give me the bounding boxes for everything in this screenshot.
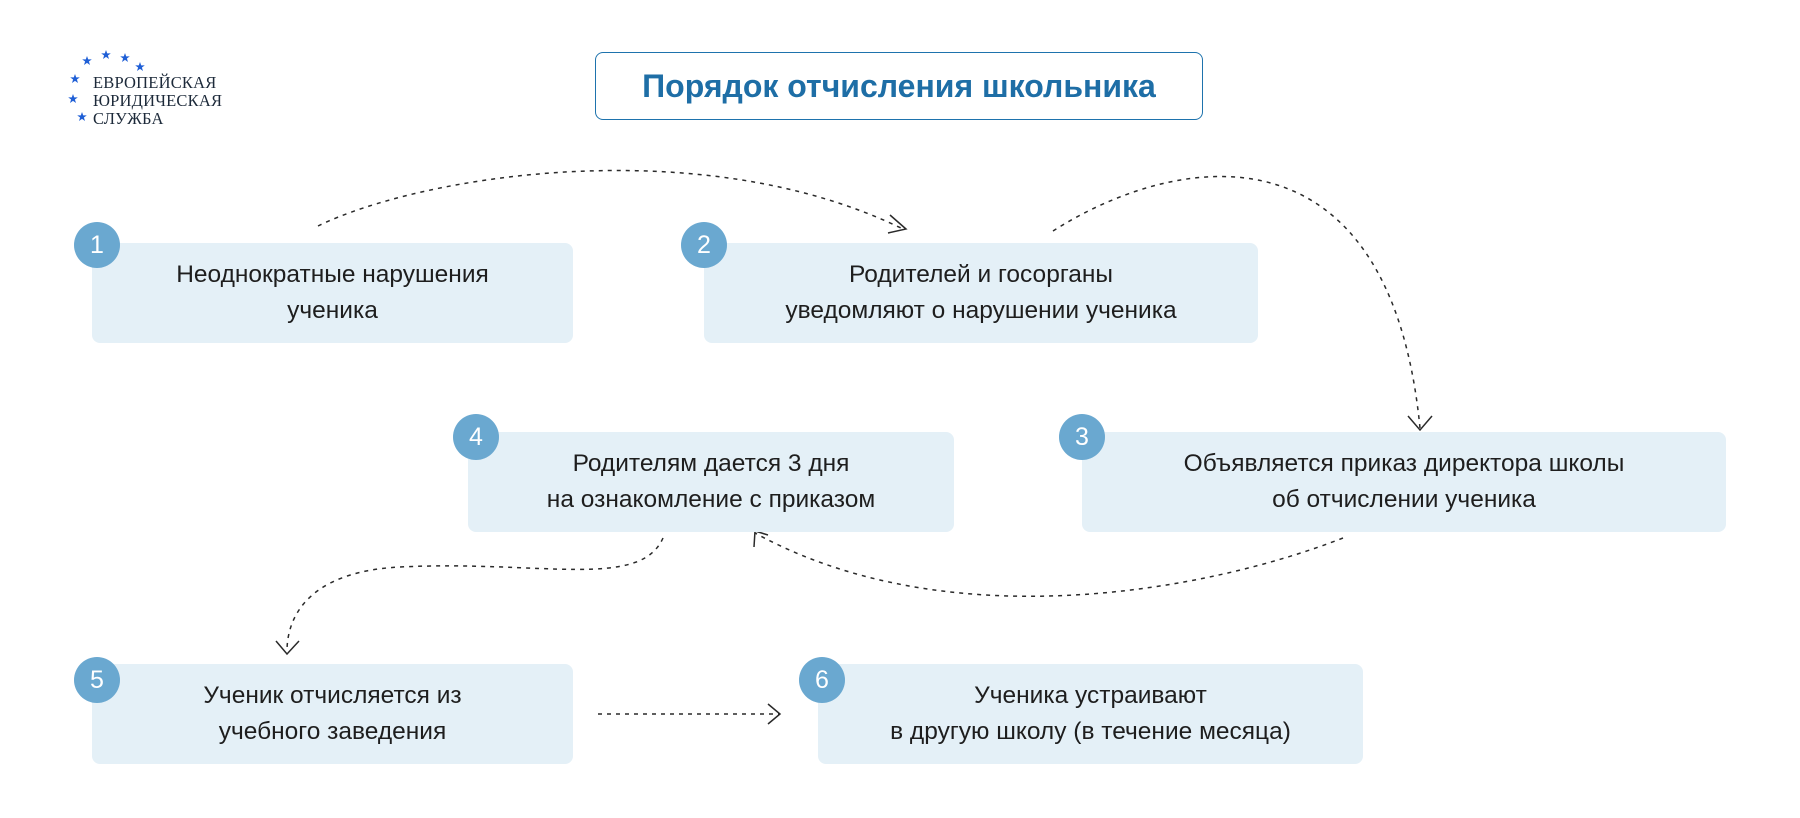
logo-line: СЛУЖБА — [93, 109, 164, 128]
logo-line: ЕВРОПЕЙСКАЯ — [93, 73, 217, 92]
logo: ЕВРОПЕЙСКАЯ ЮРИДИЧЕСКАЯ СЛУЖБА — [64, 46, 264, 136]
connector-3-4 — [754, 532, 1344, 597]
step-text: Ученик отчисляется из учебного заведения — [203, 678, 461, 750]
star-icon — [82, 56, 92, 65]
star-icon — [68, 94, 78, 103]
step-2-box: Родителей и госорганы уведомляют о наруш… — [704, 243, 1258, 343]
step-5-box: Ученик отчисляется из учебного заведения — [92, 664, 573, 764]
step-line: ученика — [287, 297, 378, 324]
step-line: Родителей и госорганы — [849, 261, 1113, 288]
step-5-badge: 5 — [74, 657, 120, 703]
arrowhead-icon — [275, 640, 300, 656]
step-4-box: Родителям дается 3 дня на ознакомление с… — [468, 432, 954, 532]
step-line: Неоднократные нарушения — [176, 261, 489, 288]
star-icon — [120, 53, 130, 62]
step-text: Ученика устраивают в другую школу (в теч… — [890, 678, 1291, 750]
step-text: Неоднократные нарушения ученика — [176, 257, 489, 329]
step-6-badge: 6 — [799, 657, 845, 703]
step-line: уведомляют о нарушении ученика — [785, 297, 1177, 324]
step-1-box: Неоднократные нарушения ученика — [92, 243, 573, 343]
star-icon — [135, 62, 145, 71]
arrowhead-icon — [753, 530, 769, 548]
connector-1-2 — [317, 169, 904, 230]
logo-line: ЮРИДИЧЕСКАЯ — [93, 91, 223, 110]
step-line: Объявляется приказ директора школы — [1183, 450, 1625, 477]
step-2-badge: 2 — [681, 222, 727, 268]
arrowhead-icon — [1407, 415, 1433, 432]
step-text: Родителей и госорганы уведомляют о наруш… — [785, 257, 1176, 329]
step-1-badge: 1 — [74, 222, 120, 268]
logo-stars-icon — [68, 50, 145, 121]
star-icon — [101, 50, 111, 59]
arrowhead-icon — [767, 703, 782, 725]
star-icon — [70, 74, 80, 83]
step-line: Ученика устраивают — [974, 682, 1207, 709]
arrowhead-icon — [887, 214, 908, 234]
connector-4-5 — [286, 537, 664, 652]
step-line: об отчислении ученика — [1272, 486, 1536, 513]
step-3-box: Объявляется приказ директора школы об от… — [1082, 432, 1726, 532]
step-text: Родителям дается 3 дня на ознакомление с… — [547, 446, 875, 518]
step-line: Ученик отчисляется из — [203, 682, 462, 709]
step-line: на ознакомление с приказом — [546, 486, 876, 513]
page-title: Порядок отчисления школьника — [642, 67, 1156, 104]
step-3-badge: 3 — [1059, 414, 1105, 460]
title-box: Порядок отчисления школьника — [595, 52, 1203, 120]
step-text: Объявляется приказ директора школы об от… — [1184, 446, 1625, 518]
step-6-box: Ученика устраивают в другую школу (в теч… — [818, 664, 1363, 764]
star-icon — [77, 112, 87, 121]
logo-text: ЕВРОПЕЙСКАЯ ЮРИДИЧЕСКАЯ СЛУЖБА — [93, 74, 222, 128]
step-line: Родителям дается 3 дня — [572, 450, 850, 477]
step-line: учебного заведения — [218, 718, 447, 745]
step-4-badge: 4 — [453, 414, 499, 460]
step-line: в другую школу (в течение месяца) — [890, 718, 1291, 745]
